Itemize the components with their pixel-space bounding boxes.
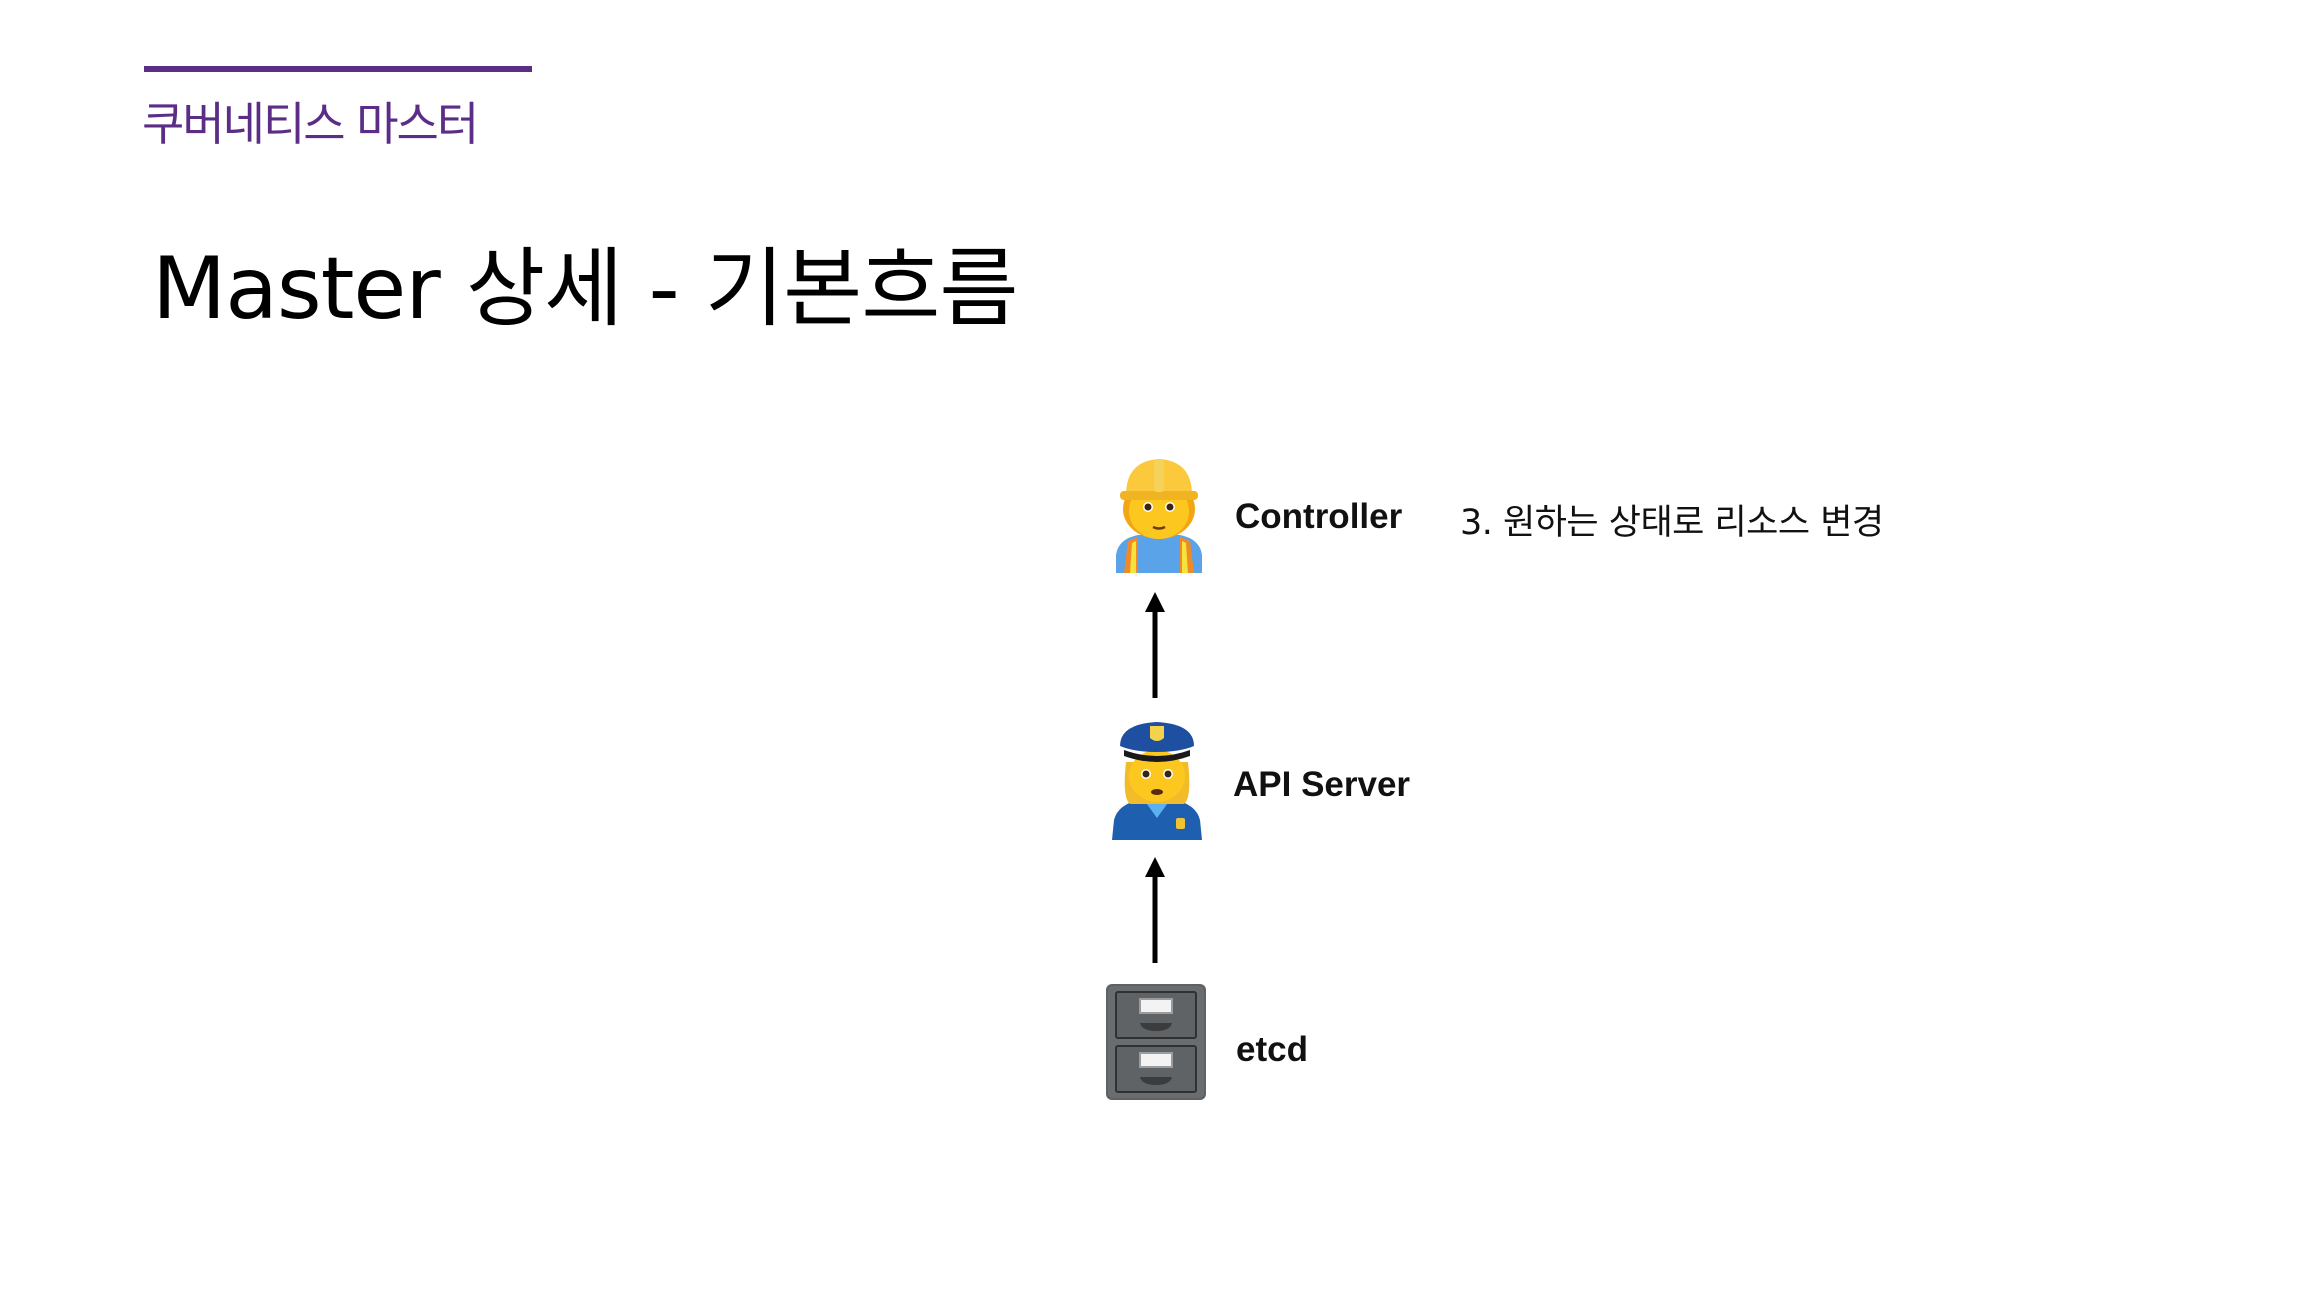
section-label: 쿠버네티스 마스터 xyxy=(142,97,479,151)
step-annotation: 3. 원하는 상태로 리소스 변경 xyxy=(1460,503,1884,543)
file-cabinet-icon xyxy=(1106,984,1206,1100)
construction-worker-icon xyxy=(1116,459,1202,573)
police-officer-icon xyxy=(1112,722,1202,840)
arrow-api-server-to-controller xyxy=(1145,592,1165,698)
etcd-label: etcd xyxy=(1236,1030,1308,1069)
controller-label: Controller xyxy=(1235,497,1403,536)
arrow-etcd-to-api-server xyxy=(1145,857,1165,963)
slide-title: Master 상세 - 기본흐름 xyxy=(152,239,1018,339)
accent-bar xyxy=(144,66,532,72)
api-server-label: API Server xyxy=(1233,765,1411,804)
